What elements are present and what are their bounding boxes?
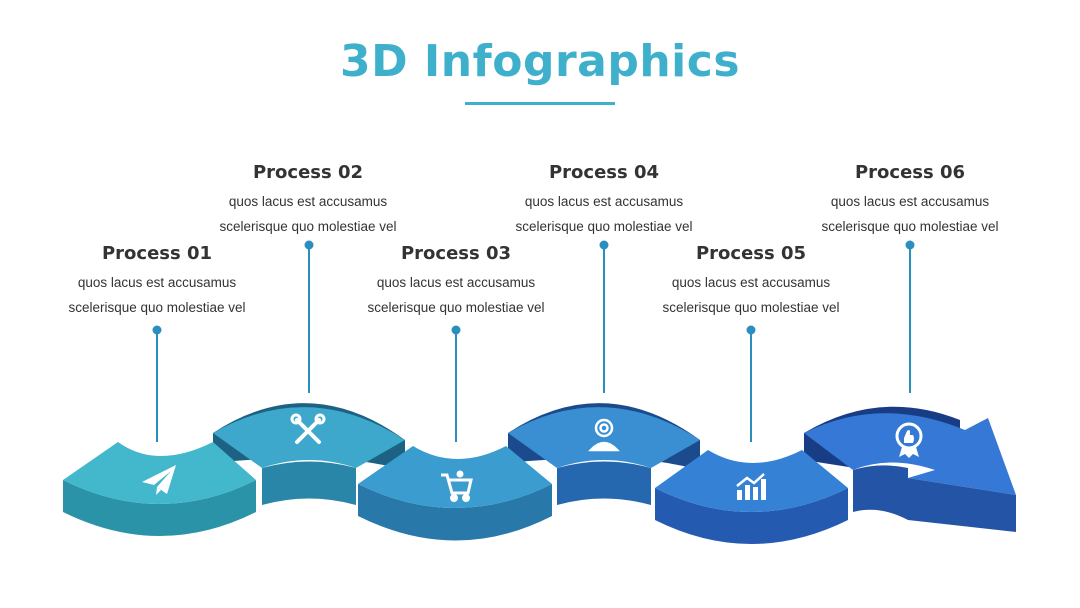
step-desc-line-2: scelerisque quo molestiae vel [68,300,246,315]
step-title: Process 02 [252,162,364,183]
step-label-2: Process 02 quos lacus est accusamus scele… [188,161,428,239]
connector-4 [599,240,609,393]
step-desc-line-2: scelerisque quo molestiae vel [662,300,840,315]
title-underline [465,102,615,105]
step-title: Process 04 [548,162,660,183]
step-description: quos lacus est accusamus scelerisque quo … [188,189,428,239]
connector-1 [152,325,162,442]
step-desc-line-1: quos lacus est accusamus [228,194,388,209]
step-desc-line-1: quos lacus est accusamus [77,275,237,290]
step-desc-line-2: scelerisque quo molestiae vel [515,219,693,234]
step-description: quos lacus est accusamus scelerisque quo … [631,270,871,320]
growth-chart-icon [736,473,766,500]
step-description: quos lacus est accusamus scelerisque quo … [484,189,724,239]
connector-3 [451,325,461,442]
step-label-6: Process 06 quos lacus est accusamus scele… [790,161,1030,239]
step-title: Process 06 [854,162,966,183]
step-label-3: Process 03 quos lacus est accusamus scele… [336,242,576,320]
step-label-1: Process 01 quos lacus est accusamus scele… [37,242,277,320]
step-description: quos lacus est accusamus scelerisque quo … [336,270,576,320]
segment-4 [508,403,700,505]
connector-lines [152,240,915,442]
connector-6 [905,240,915,393]
paper-plane-icon [142,465,176,495]
step-description: quos lacus est accusamus scelerisque quo … [37,270,277,320]
step-desc-line-2: scelerisque quo molestiae vel [219,219,397,234]
step-desc-line-2: scelerisque quo molestiae vel [821,219,999,234]
connector-5 [746,325,756,442]
step-desc-line-2: scelerisque quo molestiae vel [367,300,545,315]
step-desc-line-1: quos lacus est accusamus [830,194,990,209]
tools-icon [290,413,326,444]
step-description: quos lacus est accusamus scelerisque quo … [790,189,1030,239]
step-desc-line-1: quos lacus est accusamus [524,194,684,209]
award-thumbs-up-icon [895,422,923,458]
step-desc-line-1: quos lacus est accusamus [671,275,831,290]
connector-2 [304,240,314,393]
page-title: 3D Infographics [339,36,741,87]
step-title: Process 05 [695,243,807,264]
cart-icon [441,470,473,502]
step-title: Process 03 [400,243,512,264]
step-title: Process 01 [101,243,213,264]
step-label-5: Process 05 quos lacus est accusamus scele… [631,242,871,320]
step-label-4: Process 04 quos lacus est accusamus scele… [484,161,724,239]
target-person-icon [588,418,620,452]
segment-3 [358,446,552,541]
step-desc-line-1: quos lacus est accusamus [376,275,536,290]
segment-1 [63,442,256,536]
segment-6 [804,406,1016,532]
segment-2 [213,403,405,505]
